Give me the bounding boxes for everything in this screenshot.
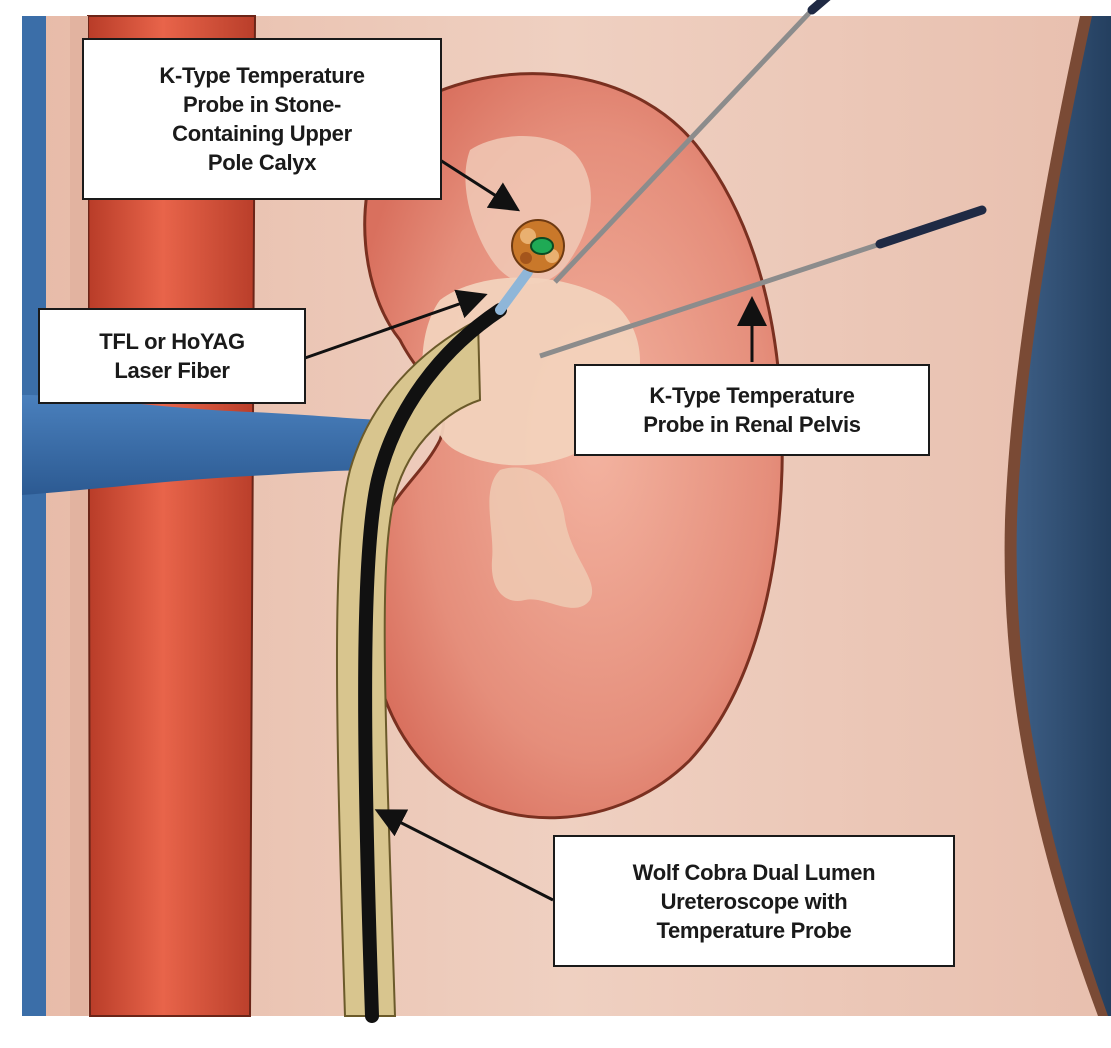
- label-laser-fiber: TFL or HoYAG Laser Fiber: [38, 308, 306, 404]
- label-pelvis-probe: K-Type Temperature Probe in Renal Pelvis: [574, 364, 930, 456]
- kidney-stone: [512, 220, 564, 272]
- stone-core: [531, 238, 553, 254]
- left-vessel-strip: [22, 16, 46, 1016]
- label-calyx-probe: K-Type Temperature Probe in Stone- Conta…: [82, 38, 442, 200]
- label-ureteroscope: Wolf Cobra Dual Lumen Ureteroscope with …: [553, 835, 955, 967]
